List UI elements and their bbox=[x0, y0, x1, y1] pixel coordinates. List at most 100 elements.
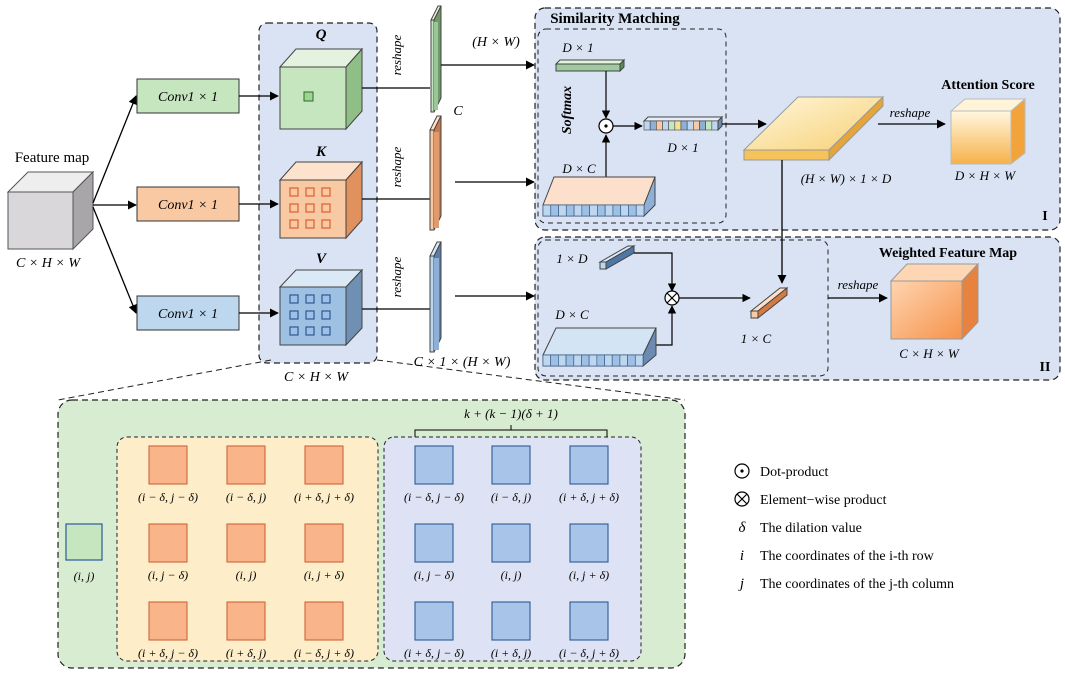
blue-neighbor-label: (i + δ, j) bbox=[491, 646, 531, 660]
conv-label-q: Conv1 × 1 bbox=[158, 90, 218, 105]
reshape-label-v: reshape bbox=[389, 256, 404, 297]
zoom-line-left bbox=[57, 359, 272, 401]
orange-neighbor-square bbox=[148, 445, 188, 485]
orange-neighbor-label: (i − δ, j) bbox=[226, 490, 266, 504]
q-vector bbox=[430, 5, 442, 113]
q-label: Q bbox=[316, 27, 327, 43]
dxc-slab-cell bbox=[573, 204, 583, 217]
orange-neighbor-label: (i, j + δ) bbox=[304, 568, 344, 582]
blue-neighbor-label: (i, j) bbox=[501, 568, 522, 582]
weighted-slab-cell bbox=[558, 354, 567, 367]
blue-neighbor-label: (i, j + δ) bbox=[569, 568, 609, 582]
weighted-slab-cell bbox=[619, 354, 628, 367]
dxc-slab-cell bbox=[597, 204, 606, 217]
result-vector-cell bbox=[705, 120, 713, 131]
orange-neighbor-square bbox=[304, 523, 344, 563]
legend-symbol-delta: δ bbox=[739, 520, 747, 536]
dxc-slab-cell bbox=[558, 204, 567, 217]
legend-text-i: The coordinates of the i-th row bbox=[760, 549, 935, 564]
blue-neighbor-grid: (i − δ, j − δ) (i − δ, j) (i + δ, j + δ) (i… bbox=[404, 445, 619, 660]
blue-neighbor-square bbox=[414, 445, 454, 485]
arrow-input-q bbox=[92, 95, 138, 204]
result-vector-cell bbox=[656, 120, 663, 131]
blue-neighbor-square bbox=[569, 523, 609, 563]
attention-title: Attention Score bbox=[941, 78, 1034, 93]
attention-slab bbox=[742, 95, 885, 162]
conv-label-k: Conv1 × 1 bbox=[158, 198, 218, 213]
weighted-1d-label: 1 × D bbox=[556, 251, 588, 266]
dxc-slab-cell bbox=[581, 204, 590, 217]
blue-neighbor-label: (i − δ, j) bbox=[491, 490, 531, 504]
weighted-title: Weighted Feature Map bbox=[879, 246, 1017, 261]
blue-neighbor-square bbox=[569, 445, 609, 485]
center-pixel-label: (i, j) bbox=[74, 569, 95, 583]
qkv-dims: C × H × W bbox=[284, 370, 349, 385]
blue-neighbor-square bbox=[569, 601, 609, 641]
d1-bar bbox=[554, 58, 626, 73]
dxc-slab-cell bbox=[635, 204, 645, 217]
similarity-d1-label: D × 1 bbox=[561, 40, 593, 55]
orange-neighbor-square bbox=[226, 601, 266, 641]
dxc-slab-cell bbox=[620, 204, 629, 217]
center-pixel bbox=[65, 523, 103, 561]
q-vector-top-label: (H × W) bbox=[472, 35, 520, 50]
legend-text-delta: The dilation value bbox=[760, 521, 862, 536]
dot-product-center bbox=[604, 124, 608, 128]
weighted-slab-cell bbox=[604, 354, 613, 367]
roman-two: II bbox=[1040, 360, 1051, 375]
dxc-slab bbox=[542, 176, 656, 218]
orange-neighbor-square bbox=[226, 523, 266, 563]
legend-dot-center bbox=[740, 469, 744, 473]
orange-neighbor-label: (i, j − δ) bbox=[148, 568, 188, 582]
blue-neighbor-square bbox=[491, 601, 531, 641]
attention-reshape-label: reshape bbox=[890, 105, 931, 120]
softmax-label: Softmax bbox=[560, 86, 575, 134]
one-c-bar bbox=[749, 286, 789, 320]
dxc-slab-cell bbox=[628, 204, 637, 217]
dxc-slab-cell bbox=[565, 204, 575, 217]
weighted-dxc-label: D × C bbox=[554, 307, 589, 322]
result-vector-cell bbox=[693, 120, 700, 131]
v-cube bbox=[278, 268, 364, 347]
input-title: Feature map bbox=[15, 150, 90, 166]
result-vector-cell bbox=[686, 120, 694, 131]
weighted-slab-cell bbox=[550, 354, 559, 367]
orange-neighbor-label: (i, j) bbox=[236, 568, 257, 582]
dxc-slab-cell bbox=[550, 204, 559, 217]
legend-symbol-i: i bbox=[740, 548, 744, 564]
blue-neighbor-label: (i + δ, j + δ) bbox=[559, 490, 619, 504]
orange-neighbor-label: (i − δ, j − δ) bbox=[138, 490, 198, 504]
blue-neighbor-label: (i − δ, j − δ) bbox=[404, 490, 464, 504]
orange-neighbor-square bbox=[148, 523, 188, 563]
arrow-1d-to-product bbox=[634, 252, 677, 292]
legend-text-dot: Dot-product bbox=[760, 465, 829, 480]
weighted-slab-cell bbox=[634, 354, 644, 367]
v-vector-bottom-label: C × 1 × (H × W) bbox=[414, 355, 511, 370]
similarity-title: Similarity Matching bbox=[550, 11, 680, 27]
k-vector bbox=[429, 115, 442, 231]
weighted-slab-cell bbox=[573, 354, 582, 367]
roman-one: I bbox=[1042, 209, 1047, 224]
v-vector bbox=[429, 241, 442, 353]
orange-neighbor-square bbox=[226, 445, 266, 485]
legend-cross-b bbox=[736, 493, 748, 505]
brace-label: k + (k − 1)(δ + 1) bbox=[464, 406, 558, 421]
reshape-label-q: reshape bbox=[389, 34, 404, 75]
conv-box-q bbox=[136, 78, 240, 114]
result-vector-cell bbox=[668, 120, 676, 131]
result-vector-cell bbox=[680, 120, 688, 131]
blue-neighbor-label: (i − δ, j + δ) bbox=[559, 646, 619, 660]
result-vector-label: D × 1 bbox=[666, 140, 698, 155]
orange-neighbor-grid: (i − δ, j − δ)(i − δ, j)(i + δ, j + δ)(i… bbox=[138, 445, 354, 660]
zoom-line-right bbox=[376, 359, 686, 401]
v-label: V bbox=[316, 251, 328, 267]
weighted-slab-cell bbox=[611, 354, 621, 367]
reshape-label-k: reshape bbox=[389, 146, 404, 187]
orange-neighbor-square bbox=[304, 601, 344, 641]
legend-symbol-j: j bbox=[738, 576, 744, 592]
orange-neighbor-square bbox=[148, 601, 188, 641]
blue-neighbor-label: (i + δ, j − δ) bbox=[404, 646, 464, 660]
one-d-bar bbox=[598, 245, 636, 270]
